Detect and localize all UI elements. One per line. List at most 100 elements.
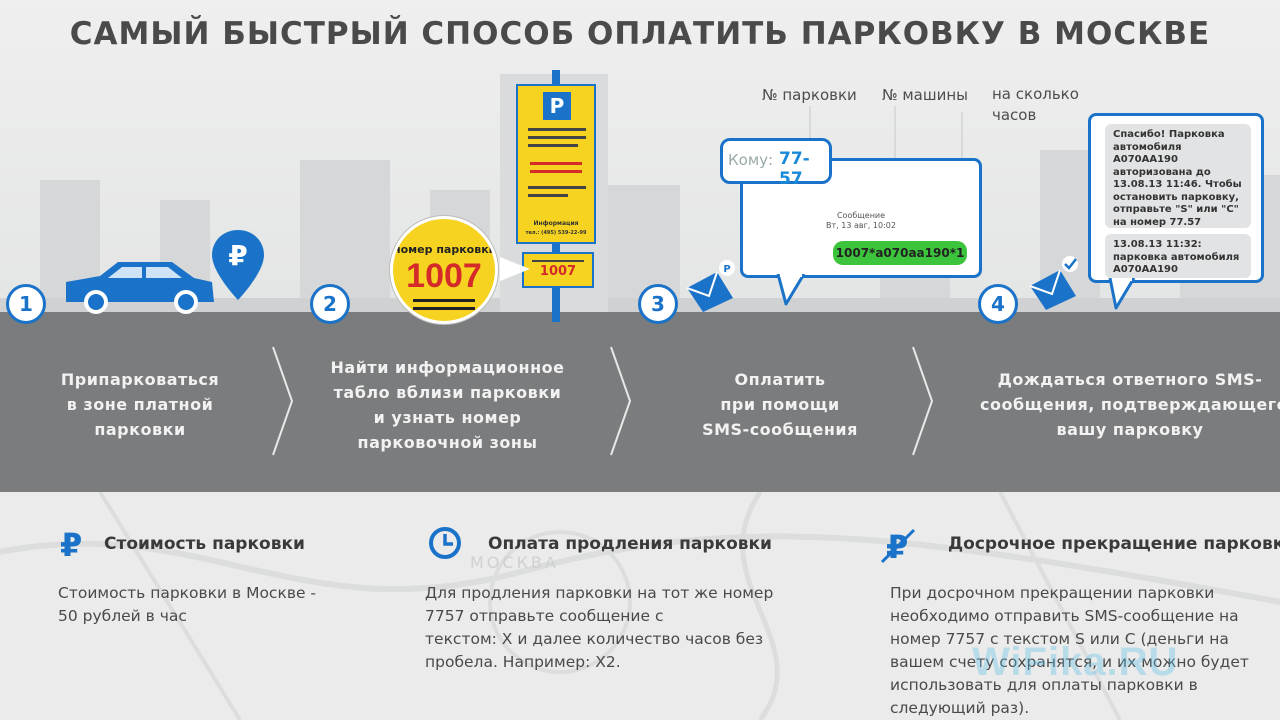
arrow-right-icon <box>500 257 530 281</box>
section-line: 7757 отправьте сообщение с <box>425 607 664 625</box>
section-cancel-title: Досрочное прекращение парковки <box>948 534 1280 554</box>
sms-message: 1007*а070аа190*1 <box>833 241 967 265</box>
sms-reply-bubble: Спасибо! Парковка автомобиля А070АА190 а… <box>1088 113 1264 283</box>
bubble-tail <box>776 274 806 306</box>
zone-badge-number: 1007 <box>406 257 482 295</box>
step-line: Найти информационное <box>330 358 565 377</box>
sms-line: 13.08.13 11:32: <box>1113 239 1202 250</box>
envelope-ruble-icon: P <box>686 260 735 312</box>
label-hours-line: часов <box>992 106 1037 124</box>
section-line: использовать для оплаты парковки в <box>890 676 1198 694</box>
sms-line: остановить парковку, <box>1113 191 1239 203</box>
envelope-check-icon <box>1029 256 1078 310</box>
sign-line <box>528 136 586 139</box>
label-car-number: № машины <box>882 86 969 104</box>
section-line: Стоимость парковки в Москве - <box>58 584 317 602</box>
section-cost-body: Стоимость парковки в Москве - 50 рублей … <box>58 582 378 628</box>
steps-band <box>0 312 1280 492</box>
sign-line <box>528 144 578 147</box>
sms-to-field: Кому: 77-57 <box>720 138 832 189</box>
sms-to-label: Кому: <box>728 151 774 169</box>
sign-phone: тел.: (495) 539-22-99 <box>525 230 587 236</box>
sms-reply-confirmation: 13.08.13 11:32: парковка автомобиля А070… <box>1105 234 1251 278</box>
step-line: вашу парковку <box>1056 420 1204 439</box>
zone-number-plate: 1007 <box>522 252 594 288</box>
step-3-number: 3 <box>638 284 678 324</box>
badge-line <box>413 307 475 310</box>
step-line: и узнать номер <box>373 408 522 427</box>
section-line: номер 7757 с текстом S или С (деньги на <box>890 630 1229 648</box>
label-hours: на сколько часов <box>992 84 1079 126</box>
sms-reply-message: Спасибо! Парковка автомобиля А070АА190 а… <box>1105 124 1251 228</box>
step-line: табло вблизи парковки <box>333 383 562 402</box>
step-1-number: 1 <box>6 284 46 324</box>
step-3-text: Оплатить при помощи SMS-сообщения <box>670 367 890 442</box>
building <box>300 160 390 300</box>
section-extend-body: Для продления парковки на тот же номер 7… <box>425 582 805 674</box>
label-parking-number: № парковки <box>762 86 857 104</box>
step-4-text: Дождаться ответного SMS- сообщения, подт… <box>980 367 1280 442</box>
sms-line: на номер 77.57 <box>1113 216 1202 228</box>
map-background: МОСКВА <box>0 492 1280 720</box>
clock-icon <box>429 527 461 559</box>
section-extend-title: Оплата продления парковки <box>488 534 772 554</box>
plate-line <box>532 260 584 262</box>
sign-line <box>530 170 582 173</box>
ruble-crossed-icon: ₽ <box>880 528 916 564</box>
section-line: следующий раз). <box>890 699 1030 717</box>
chevron-right-icon <box>610 346 632 456</box>
sms-msg-date: Вт, 13 авг, 10:02 <box>826 221 896 230</box>
sign-line <box>528 186 586 189</box>
sms-line: отправьте "S" или "С" <box>1113 204 1239 215</box>
step-line: SMS-сообщения <box>702 420 858 439</box>
zone-badge-caption: номер парковки <box>393 243 497 256</box>
step-line: Оплатить <box>734 370 826 389</box>
step-1-text: Припарковаться в зоне платной парковки <box>30 367 250 442</box>
plate-number: 1007 <box>539 264 577 279</box>
section-line: текстом: Х и далее количество часов без <box>425 630 764 648</box>
bubble-tail <box>1108 278 1136 310</box>
step-line: при помощи <box>720 395 840 414</box>
building <box>600 185 680 300</box>
section-line: 50 рублей в час <box>58 607 187 625</box>
envelope-p-letter: P <box>723 264 730 275</box>
section-cost-title: Стоимость парковки <box>104 534 305 554</box>
zone-zoom-badge: номер парковки 1007 <box>390 216 498 324</box>
section-cancel-body: При досрочном прекращении парковки необх… <box>890 582 1280 720</box>
step-line: парковки <box>94 420 186 439</box>
section-line: вашем счету сохранятся, и их можно будет <box>890 653 1249 671</box>
section-line: Для продления парковки на тот же номер <box>425 584 774 602</box>
sms-line: авторизована до <box>1113 166 1211 178</box>
sign-line <box>528 128 586 131</box>
badge-line <box>413 299 475 302</box>
sms-line: автомобиля А070АА190 <box>1113 141 1182 166</box>
sms-to-number: 77-57 <box>779 149 810 189</box>
chevron-right-icon <box>272 346 294 456</box>
watermark: WiFika.RU <box>972 640 1179 684</box>
step-line: парковочной зоны <box>357 433 538 452</box>
ruble-glyph: ₽ <box>60 528 82 560</box>
sms-line: парковка автомобиля <box>1113 251 1240 263</box>
step-4-number: 4 <box>978 284 1018 324</box>
step-2-number: 2 <box>310 284 350 324</box>
sign-line <box>530 162 582 165</box>
map-label: МОСКВА <box>470 553 559 572</box>
chevron-right-icon <box>912 346 934 456</box>
step-line: сообщения, подтверждающего <box>980 395 1280 414</box>
ruble-pin-icon: ₽ <box>212 230 264 300</box>
sms-meta: Сообщение Вт, 13 авг, 10:02 <box>743 211 979 231</box>
section-line: необходимо отправить SMS-сообщение на <box>890 607 1239 625</box>
step-2-text: Найти информационное табло вблизи парков… <box>310 355 585 455</box>
section-line: При досрочном прекращении парковки <box>890 584 1215 602</box>
step-line: Припарковаться <box>60 370 220 389</box>
sms-line: Спасибо! Парковка <box>1113 129 1225 140</box>
car-icon <box>66 262 214 314</box>
sms-line: А070АА190 <box>1113 264 1178 275</box>
sign-line <box>528 194 568 197</box>
step-line: в зоне платной <box>66 395 214 414</box>
step-line: Дождаться ответного SMS- <box>997 370 1263 389</box>
label-hours-line: на сколько <box>992 85 1079 103</box>
section-line: пробела. Например: Х2. <box>425 653 621 671</box>
sms-line: 13.08.13 11:46. Чтобы <box>1113 179 1242 190</box>
